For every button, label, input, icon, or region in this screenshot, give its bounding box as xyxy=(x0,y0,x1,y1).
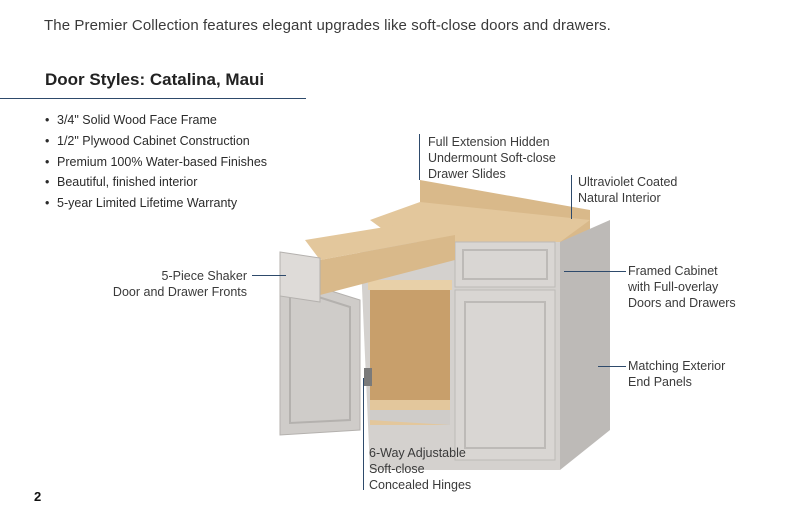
callout-hinges: 6-Way Adjustable Soft-close Concealed Hi… xyxy=(369,446,472,492)
cabinet-illustration xyxy=(279,180,610,470)
callout-end-panels: Matching Exterior End Panels xyxy=(628,359,726,389)
heading-underline xyxy=(0,98,306,99)
section-heading: Door Styles: Catalina, Maui xyxy=(45,70,265,89)
feature-item: •Beautiful, finished interior xyxy=(45,175,198,190)
cabinet-end-panel xyxy=(560,220,610,470)
intro-text: The Premier Collection features elegant … xyxy=(44,17,611,34)
feature-item: •5-year Limited Lifetime Warranty xyxy=(45,196,238,211)
end-panel-leader-line xyxy=(598,366,626,367)
slides-leader-line xyxy=(419,134,420,180)
hinges-leader-line xyxy=(363,378,364,490)
page-number: 2 xyxy=(34,489,42,504)
callout-framed-cabinet: Framed Cabinet with Full-overlay Doors a… xyxy=(628,264,736,310)
open-door xyxy=(279,274,361,436)
framed-leader-line xyxy=(564,271,626,272)
feature-item: •Premium 100% Water-based Finishes xyxy=(45,154,268,169)
feature-item: •1/2" Plywood Cabinet Construction xyxy=(45,133,250,148)
shaker-leader-line xyxy=(252,275,286,276)
uv-leader-line xyxy=(571,175,572,219)
callout-drawer-slides: Full Extension Hidden Undermount Soft-cl… xyxy=(428,135,556,181)
callout-uv-interior: Ultraviolet Coated Natural Interior xyxy=(578,175,678,205)
feature-list: •3/4" Solid Wood Face Frame •1/2" Plywoo… xyxy=(45,110,267,214)
feature-item: •3/4" Solid Wood Face Frame xyxy=(45,113,217,127)
open-drawer-box xyxy=(305,218,455,260)
cabinet-open-interior xyxy=(370,290,450,425)
callout-shaker-fronts: 5-Piece Shaker Door and Drawer Fronts xyxy=(112,269,247,299)
